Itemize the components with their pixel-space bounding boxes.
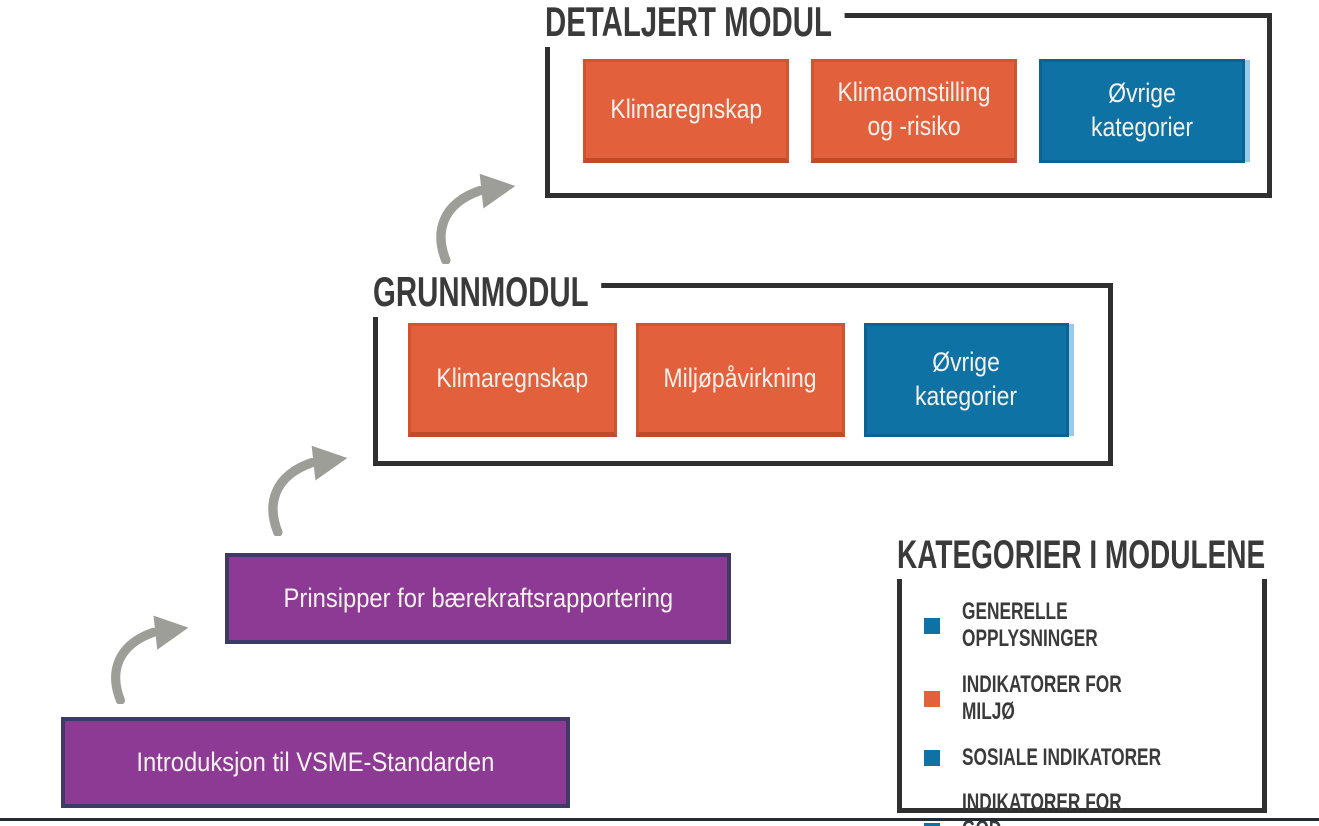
detaljert-modul-title: DETALJERT MODUL (545, 1, 845, 47)
category-swatch-miljo (924, 690, 940, 707)
step-box-label: Prinsipper for bærekraftsrapportering (283, 583, 673, 613)
module-box-label: Klimaregnskap (610, 94, 762, 125)
step-box-prinsipper: Prinsipper for bærekraftsrapportering (225, 553, 731, 644)
module-box-label: Klimaomstilling og -risiko (837, 77, 991, 141)
curved-arrow-icon (268, 445, 348, 536)
curved-arrow-icon (436, 173, 516, 264)
legend-frame: KATEGORIER I MODULENE GENERELLE OPPLYSNI… (897, 535, 1278, 826)
module-box-label: Øvrige kategorier (1090, 78, 1194, 142)
module-box-miljopavirkning: Miljøpåvirkning (636, 323, 845, 437)
step-box-introduksjon: Introduksjon til VSME-Standarden (61, 717, 570, 808)
detaljert-modul-boxes: Klimaregnskap Klimaomstilling og -risiko… (583, 59, 1245, 163)
grunnmodul-boxes: Klimaregnskap Miljøpåvirkning Øvrige kat… (408, 323, 1069, 437)
module-box-klimaregnskap-detaljert: Klimaregnskap (583, 59, 789, 163)
module-box-ovrige-kategorier-grunn: Øvrige kategorier (864, 323, 1069, 437)
category-swatch-generelle (924, 617, 940, 634)
bottom-divider (0, 818, 1319, 821)
grunnmodul-frame: GRUNNMODUL Klimaregnskap Miljøpåvirkning… (373, 271, 1113, 466)
module-box-ovrige-kategorier-detaljert: Øvrige kategorier (1039, 59, 1245, 163)
module-box-label: Miljøpåvirkning (663, 363, 818, 394)
legend-items: GENERELLE OPPLYSNINGER INDIKATORER FOR M… (924, 598, 1254, 826)
legend-item-label: INDIKATORER FOR MILJØ (962, 670, 1122, 725)
legend-item: SOSIALE INDIKATORER (924, 743, 1254, 772)
module-box-label: Klimaregnskap (436, 363, 589, 394)
category-swatch-forretningsskikk (924, 822, 940, 826)
curved-arrow-icon (111, 615, 189, 704)
legend-item: INDIKATORER FOR GOD FORRETNINGSSKIKK (924, 789, 1254, 826)
legend-item-label: INDIKATORER FOR GOD FORRETNINGSSKIKK (962, 789, 1122, 826)
legend-title: KATEGORIER I MODULENE (897, 535, 1278, 579)
legend-item-label: SOSIALE INDIKATORER (962, 743, 1162, 771)
detaljert-modul-frame: DETALJERT MODUL Klimaregnskap Klimaomsti… (545, 1, 1272, 198)
module-box-label: Øvrige kategorier (915, 347, 1018, 411)
step-box-label: Introduksjon til VSME-Standarden (136, 747, 495, 777)
grunnmodul-title: GRUNNMODUL (373, 271, 602, 317)
legend-item: GENERELLE OPPLYSNINGER (924, 598, 1254, 653)
module-box-klimaomstilling-og-risiko: Klimaomstilling og -risiko (811, 59, 1017, 163)
legend-item: INDIKATORER FOR MILJØ (924, 670, 1254, 726)
category-swatch-sosiale (924, 749, 940, 766)
legend-item-label: GENERELLE OPPLYSNINGER (962, 598, 1098, 652)
module-box-klimaregnskap-grunn: Klimaregnskap (408, 323, 617, 437)
